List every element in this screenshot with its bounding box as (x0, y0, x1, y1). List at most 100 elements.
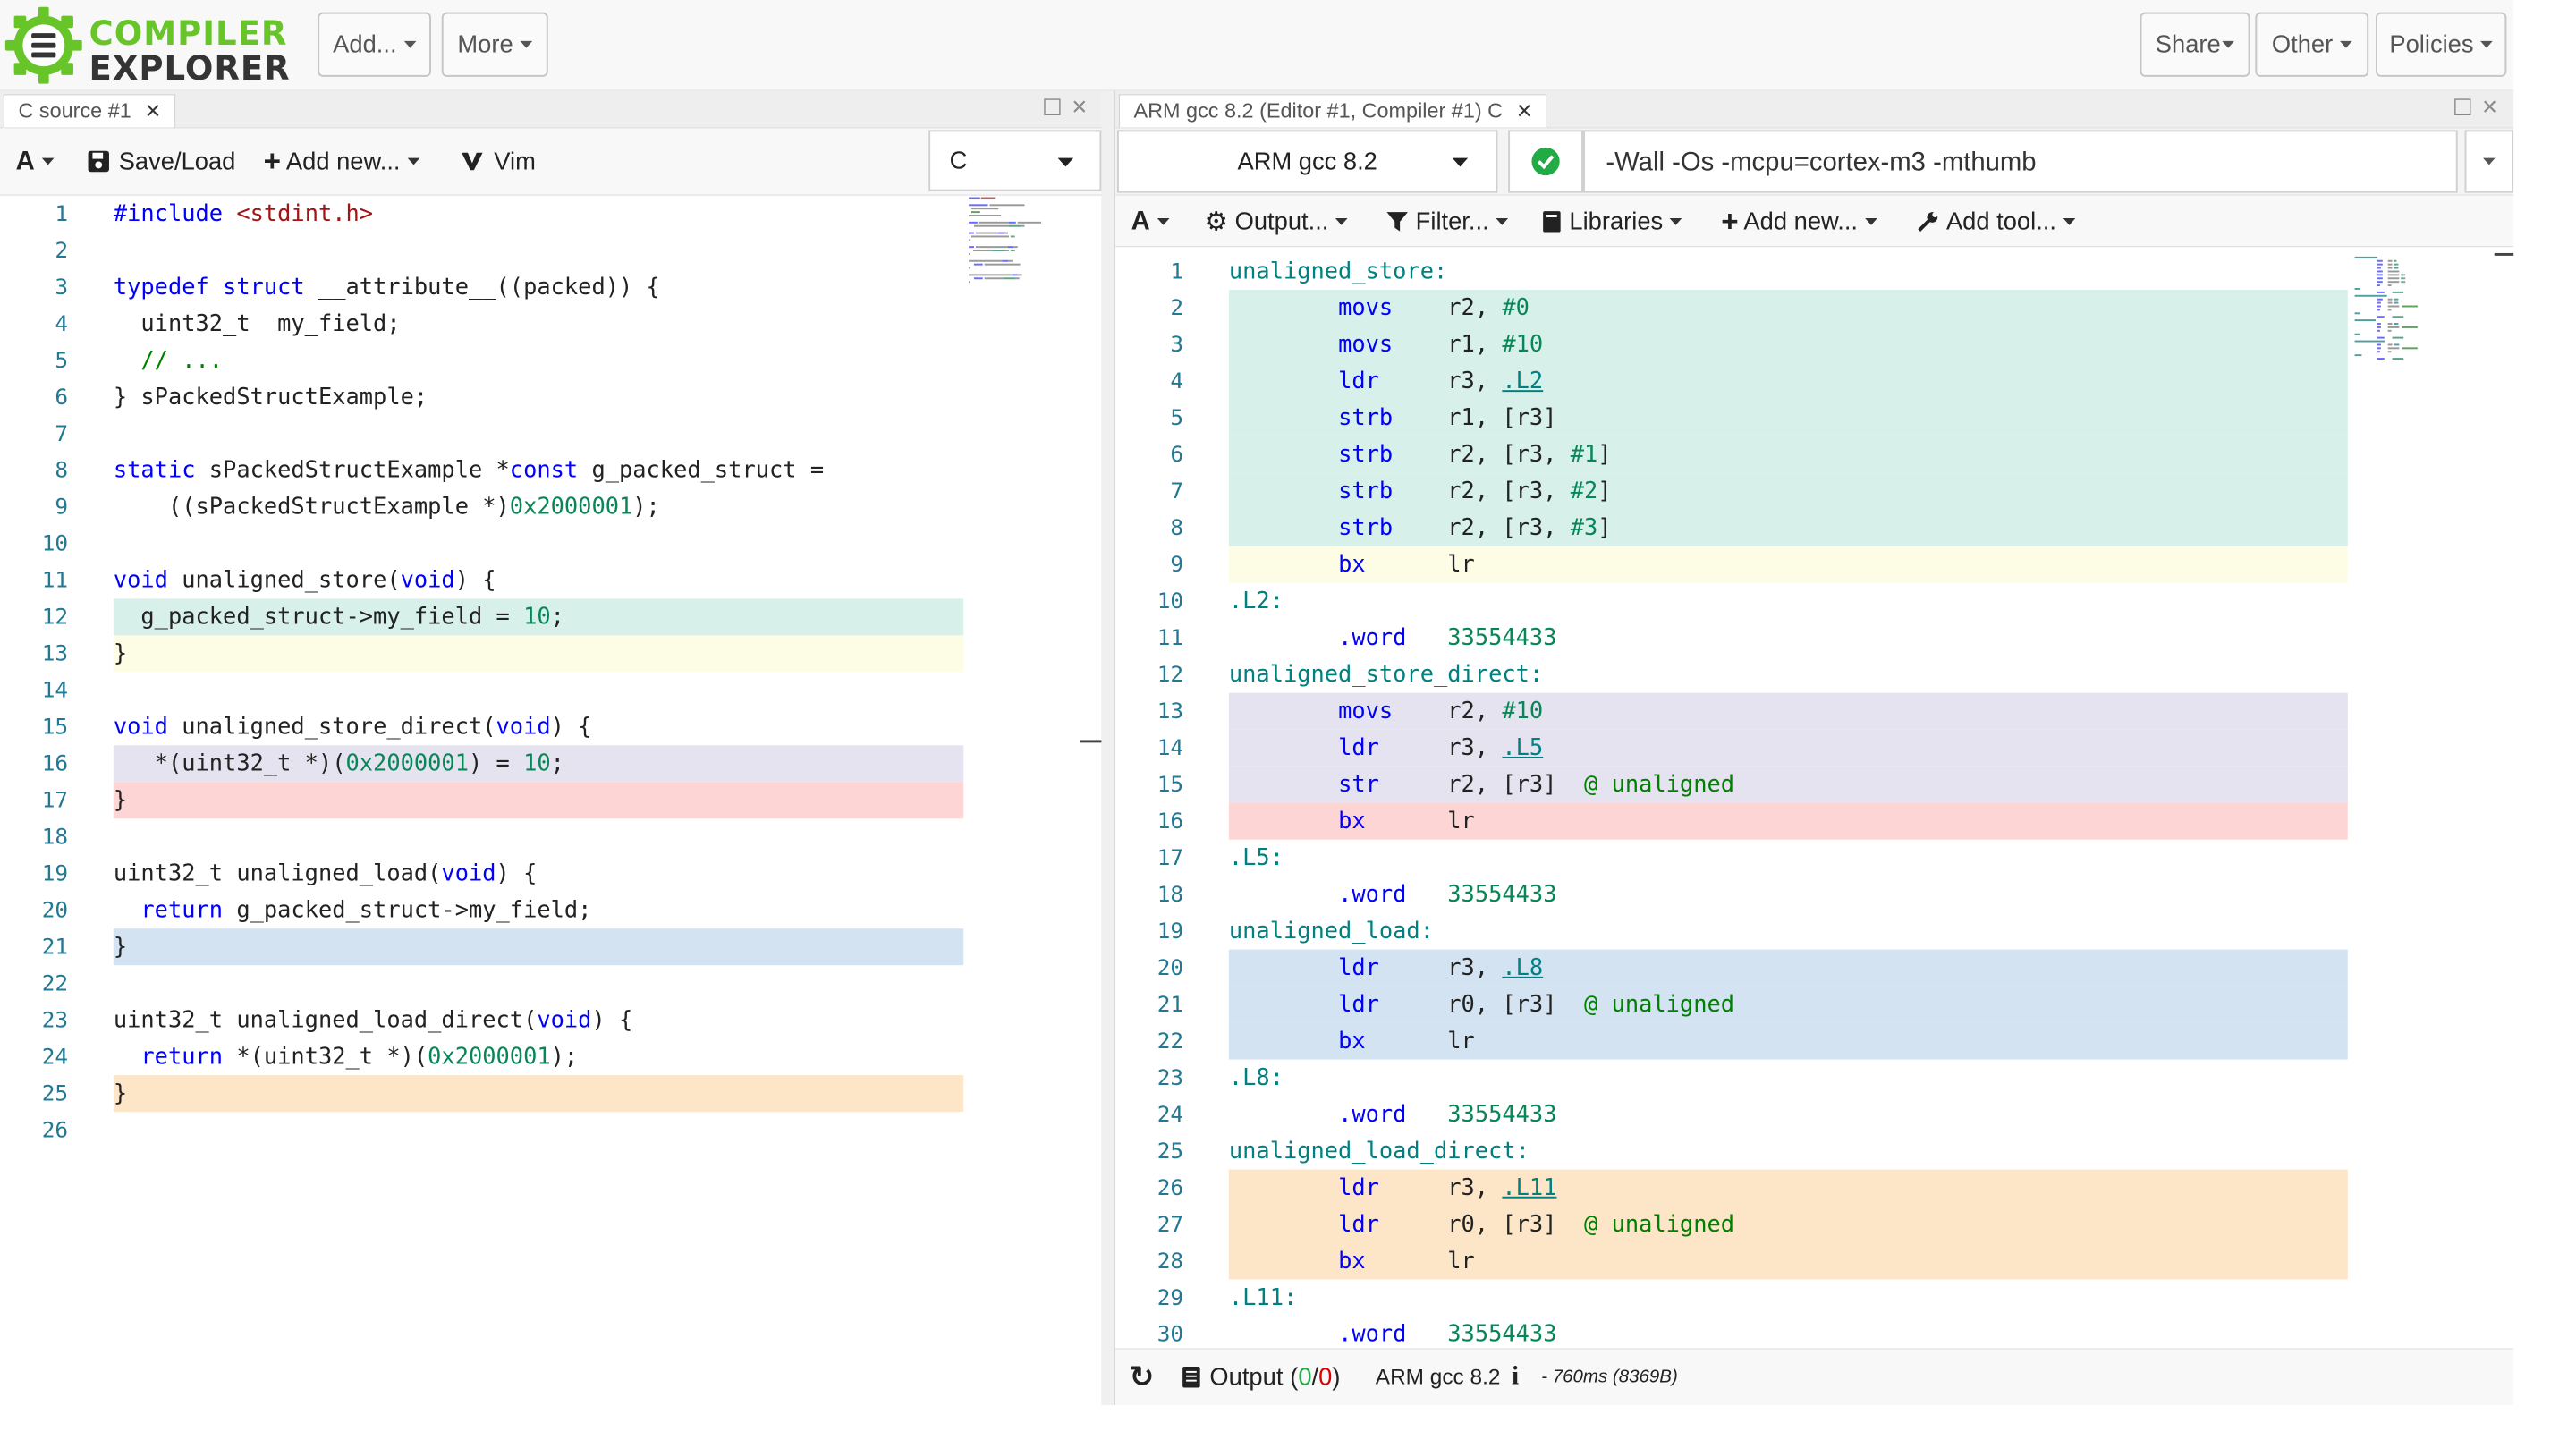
minimap-line (2394, 267, 2398, 269)
code-token: ; (551, 604, 564, 630)
add-menu-button[interactable]: Add... (318, 13, 431, 77)
code-line: ldr r3, .L5 (1229, 730, 1543, 767)
font-size-button[interactable]: A (16, 144, 55, 179)
code-token: g_packed_struct->my_field = (114, 604, 523, 630)
assembly-minimap[interactable] (2355, 253, 2469, 462)
minimap-line (2377, 309, 2380, 310)
share-menu-button[interactable]: Share (2140, 13, 2250, 77)
line-number: 23 (0, 1002, 68, 1038)
pane-gutter[interactable] (1101, 90, 1114, 1404)
options-dropdown-button[interactable] (2465, 130, 2514, 192)
close-icon[interactable]: × (1517, 97, 1532, 126)
maximize-icon[interactable]: ☐ (2453, 94, 2473, 121)
minimap-line (2388, 323, 2393, 325)
code-token: ; (551, 750, 564, 776)
tab-c-source[interactable]: C source #1 × (4, 94, 175, 127)
source-code-area[interactable]: 1#include <stdint.h>23typedef struct __a… (0, 196, 1101, 1405)
minimap-line (2393, 337, 2403, 339)
compiler-options-input[interactable]: -Wall -Os -mcpu=cortex-m3 -mthumb (1583, 130, 2458, 192)
output-options-button[interactable]: ⚙ Output... (1205, 204, 1348, 239)
source-toolbar: A Save/Load + Add new... Vim (0, 128, 1101, 195)
code-line: strb r2, [r3, #3] (1229, 510, 1612, 546)
vim-toggle-button[interactable]: Vim (461, 144, 536, 179)
compile-status-indicator[interactable] (1508, 130, 1583, 192)
language-select[interactable]: C (928, 130, 1101, 191)
maximize-icon[interactable]: ☐ (1042, 94, 1063, 121)
assembly-output-area[interactable]: 1unaligned_store:2 movs r2, #03 movs r1,… (1115, 253, 2513, 1405)
code-token: r0, [r3] (1379, 991, 1584, 1017)
tab-compiler[interactable]: ARM gcc 8.2 (Editor #1, Compiler #1) C × (1119, 94, 1546, 127)
scrollbar-handle[interactable] (2495, 253, 2513, 256)
code-line: unaligned_store: (1229, 253, 1447, 290)
minimap-line (1005, 250, 1010, 251)
minimap-line (2377, 316, 2385, 318)
minimap-line (1016, 277, 1019, 279)
add-new-button[interactable]: + Add new... (1721, 204, 1877, 239)
minimap-line (2377, 347, 2382, 349)
minimap-line (969, 253, 970, 255)
close-icon[interactable]: × (145, 97, 160, 126)
code-token: unaligned_store_direct: (1229, 662, 1543, 688)
code-token: ); (551, 1044, 579, 1070)
minimap-line (2393, 316, 2403, 318)
code-line: strb r2, [r3, #2] (1229, 473, 1612, 510)
code-token: unaligned_store: (1229, 258, 1447, 284)
save-load-button[interactable]: Save/Load (88, 144, 236, 179)
minimap-line (2388, 330, 2391, 332)
code-line: ((sPackedStructExample *)0x2000001); (114, 488, 660, 525)
filter-button[interactable]: Filter... (1386, 204, 1509, 239)
splitter-handle[interactable] (1080, 740, 1103, 742)
add-new-button[interactable]: + Add new... (264, 144, 419, 179)
minimap-line (2377, 260, 2383, 262)
code-token: r3, (1379, 954, 1502, 980)
minimap-line (2377, 267, 2382, 269)
code-token: ] (1597, 479, 1611, 504)
code-token: strb (1338, 405, 1393, 431)
output-stderr-count: 0 (1318, 1363, 1332, 1391)
minimap-line (2377, 277, 2383, 279)
code-token: .L5 (1502, 735, 1543, 761)
code-token: #1 (1571, 442, 1598, 468)
code-line: strb r2, [r3, #1] (1229, 436, 1612, 473)
code-token: r2, [r3] (1379, 772, 1584, 798)
minimap-line (984, 277, 1004, 279)
code-token: } (114, 787, 127, 813)
code-token (1229, 1174, 1338, 1200)
code-token: #10 (1502, 699, 1543, 724)
code-line: bx lr (1229, 546, 1475, 583)
info-icon[interactable]: i (1512, 1361, 1519, 1391)
code-token: 33554433 (1447, 882, 1556, 908)
code-line: // ... (114, 342, 223, 378)
policies-menu-button[interactable]: Policies (2376, 13, 2506, 77)
minimap-line (2388, 277, 2399, 279)
chevron-down-icon (1496, 218, 1508, 225)
other-menu-button[interactable]: Other (2255, 13, 2368, 77)
line-number: 8 (0, 452, 68, 488)
minimap-line (993, 250, 1005, 251)
code-token (1229, 1211, 1338, 1237)
code-line: #include <stdint.h> (114, 196, 373, 233)
minimap-line (2355, 319, 2376, 321)
add-tool-button[interactable]: Add tool... (1917, 204, 2076, 239)
minimap-line (2388, 326, 2399, 328)
source-minimap[interactable] (969, 194, 1082, 386)
font-size-button[interactable]: A (1131, 204, 1170, 239)
code-token: .L2 (1502, 368, 1543, 394)
line-highlight (114, 1075, 963, 1112)
compiler-statusbar: ↻ Output ( 0 / 0 ) ARM gcc 8.2 i - 760ms… (1115, 1349, 2513, 1405)
minimap-line (2377, 302, 2382, 304)
logo[interactable]: COMPILER EXPLORER (4, 5, 283, 86)
compiler-select[interactable]: ARM gcc 8.2 (1117, 130, 1497, 192)
code-token: } sPackedStructExample; (114, 384, 428, 410)
code-token: 0x2000001 (346, 750, 469, 776)
minimap-line (1009, 225, 1021, 227)
close-pane-icon[interactable]: × (1072, 92, 1087, 122)
output-pane-button[interactable]: Output ( 0 / 0 ) (1182, 1360, 1340, 1394)
minimap-line (2388, 284, 2391, 286)
code-line: ldr r3, .L11 (1229, 1170, 1557, 1207)
close-pane-icon[interactable]: × (2482, 92, 2497, 122)
recompile-icon[interactable]: ↻ (1130, 1360, 1155, 1394)
more-menu-button[interactable]: More (442, 13, 548, 77)
libraries-button[interactable]: Libraries (1541, 204, 1682, 239)
code-token (1229, 809, 1338, 834)
